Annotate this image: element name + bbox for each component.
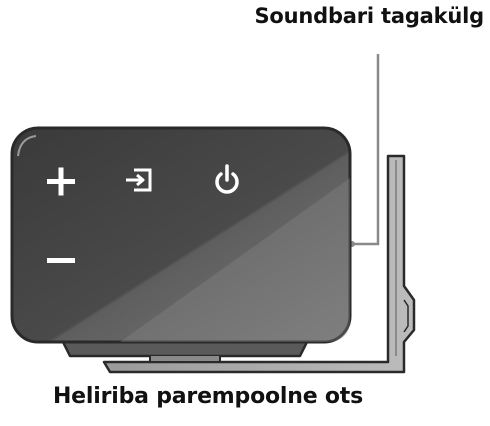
volume-up-icon[interactable] xyxy=(47,167,75,196)
volume-down-icon[interactable] xyxy=(47,258,75,263)
back-side-label: Soundbari tagakülg xyxy=(254,4,484,28)
soundbar-right-end xyxy=(10,126,352,344)
power-icon[interactable] xyxy=(215,164,239,194)
leader-line xyxy=(349,54,380,247)
right-end-label: Heliriba parempoolne ots xyxy=(52,384,364,409)
input-source-icon[interactable] xyxy=(126,168,152,192)
